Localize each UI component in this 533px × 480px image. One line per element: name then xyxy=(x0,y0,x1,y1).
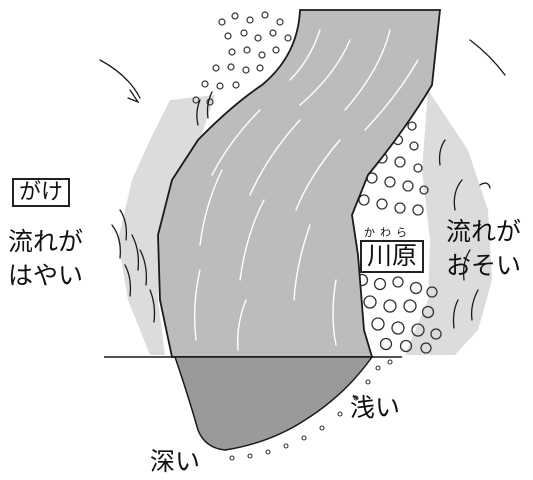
river-water xyxy=(157,9,442,358)
fast-flow-label-line2: はやい xyxy=(8,261,84,290)
right-bank-shade xyxy=(405,90,492,355)
cliff-label: がけ xyxy=(12,178,71,208)
riverbed-reading: かわら xyxy=(364,226,412,239)
slow-flow-label-line2: おそい xyxy=(446,251,522,280)
river-cross-section xyxy=(173,356,374,451)
grass-tufts xyxy=(111,91,479,329)
left-bank-shade xyxy=(118,95,215,355)
shallow-label: 浅い xyxy=(350,393,401,422)
fast-flow-label-line1: 流れが xyxy=(8,227,84,256)
slow-flow-label-line1: 流れが xyxy=(446,217,522,246)
deep-label: 深い xyxy=(150,447,201,476)
current-lines xyxy=(193,29,419,351)
gravel-upper xyxy=(192,11,292,106)
riverbed-dots xyxy=(229,359,393,461)
gravel-riverbed xyxy=(355,121,442,354)
sketch-marks xyxy=(99,39,506,189)
riverbed-label: 川原 xyxy=(360,240,425,273)
